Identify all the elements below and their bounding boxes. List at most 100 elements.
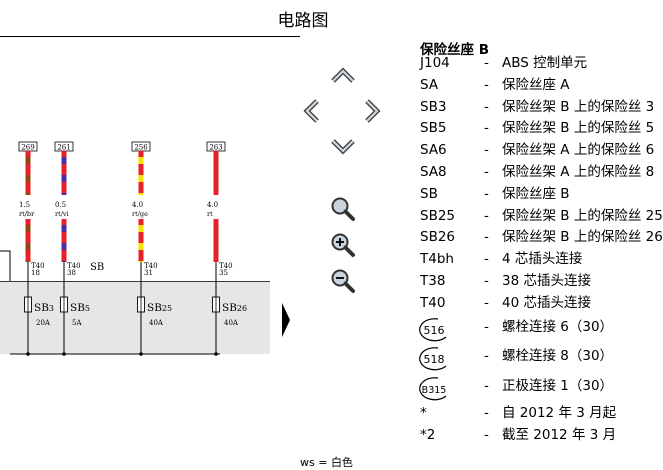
legend-dash: - [484,318,489,335]
wire-2-upper-wire-stripe [61,175,67,182]
wire-3-connector: T40 [144,262,158,270]
legend-dash: - [484,427,489,444]
legend-code: J104 [420,55,450,71]
page-title: 电路图 [277,11,329,31]
legend-desc: ABS 控制单元 [502,55,588,71]
legend-dash: - [484,120,489,137]
legend-dash: - [484,377,489,394]
legend-code: SB3 [420,98,447,115]
legend-desc: 保险丝座 A [502,76,570,93]
wire-4-color: rt [207,210,213,218]
wires-layer: 2691.5rt/brT4018SB320A2610.5rt/viT4038SB… [18,141,247,356]
legend-desc: 保险丝座 B [502,185,570,202]
zoom-in-icon[interactable] [330,232,356,258]
fuse-3-rating: 40A [149,319,164,327]
wire-4-pin: 35 [219,269,228,277]
wire-4-size: 4.0 [207,201,218,209]
legend-dash: - [484,185,489,202]
wire-1-pin: 18 [31,269,40,277]
chevron-down-icon[interactable] [330,136,356,158]
wire-2-lower-wire-red [61,219,67,262]
legend-code: * [420,405,427,422]
legend-code: SB [420,185,438,202]
legend-code: T38 [420,273,446,289]
wire-1-upper-wire-stripe [25,157,31,164]
wire-1-upper-wire-stripe [25,193,31,195]
wire-2-lower-wire-stripe [61,225,67,232]
legend-desc: 保险丝架 A 上的保险丝 8 [502,164,655,180]
legend-code: T4bh [420,251,454,268]
legend-code: SA [420,76,439,93]
fuse-1-name: SB3 [34,302,54,314]
chevron-right-icon[interactable] [362,98,384,124]
legend-dash: - [484,76,489,93]
wire-1-number: 269 [21,144,34,152]
legend-code: SB5 [420,120,447,137]
magnifier-icon[interactable] [330,196,356,222]
legend-desc: 螺栓连接 8（30） [502,348,614,365]
fuse-2-name: SB5 [70,302,90,314]
legend-code: 516 [424,324,445,337]
wire-2-junction [62,352,66,356]
wire-2-size: 0.5 [55,201,66,209]
fuse-1-rating: 20A [36,319,51,327]
legend-dash: - [484,98,489,115]
fuse-2-rating: 5A [72,319,82,327]
legend-desc: 正极连接 1（30） [502,377,614,394]
zoom-out-icon[interactable] [330,268,356,294]
legend-code: T40 [420,294,446,311]
legend-dash: - [484,348,489,365]
wire-3-pin: 31 [144,269,153,277]
wire-3-upper-wire-stripe [138,157,144,164]
wire-1-junction [26,352,30,356]
legend-desc: 保险丝架 B 上的保险丝 3 [502,98,655,115]
chevron-up-icon[interactable] [330,64,356,86]
wire-3-upper-wire-stripe [138,193,144,195]
legend-dash: - [484,207,489,224]
fuse-holder-label: SB [90,262,104,273]
wire-1-size: 1.5 [19,201,30,209]
wire-2-color: rt/vi [55,210,69,218]
color-footnote: ws = 白色 [300,456,353,469]
legend-desc: 螺栓连接 6（30） [502,318,614,335]
wire-2-connector: T40 [67,262,81,270]
legend-desc: 4 芯插头连接 [502,251,583,268]
wire-3-lower-wire-stripe [138,225,144,232]
wire-2-upper-wire-red [61,151,67,195]
wire-2-lower-wire-stripe [61,243,67,250]
fuse-4-rating: 40A [224,319,239,327]
wire-3-color: rt/ge [132,210,148,218]
wire-3-upper-wire-stripe [138,175,144,182]
legend-code: SB26 [420,229,456,246]
wire-1-lower-wire-stripe [25,261,31,262]
wire-2-lower-wire-stripe [61,261,67,262]
wire-4-connector: T40 [219,262,233,270]
wire-2-number: 261 [57,144,70,152]
wire-1-connector: T40 [31,262,45,270]
legend-dash: - [484,294,489,311]
wire-4-lower-wire-red [213,219,219,262]
circuit-diagram: 2691.5rt/brT4018SB320A2610.5rt/viT4038SB… [0,36,300,356]
legend-desc: 自 2012 年 3 月起 [502,405,617,422]
wire-2-upper-wire-stripe [61,157,67,164]
wire-3-lower-wire-stripe [138,261,144,262]
chevron-left-icon[interactable] [300,98,322,124]
legend-desc: 保险丝架 B 上的保险丝 25 [502,207,663,224]
wire-4-number: 263 [209,144,222,152]
legend-desc: 38 芯插头连接 [502,273,591,289]
left-bracket-wire [0,250,11,281]
legend-code: B315 [422,385,447,396]
legend-desc: 保险丝架 B 上的保险丝 26 [502,229,663,246]
legend-code: 518 [424,353,445,366]
fuse-box [0,281,270,354]
legend-dash: - [484,55,489,71]
legend-dash: - [484,251,489,268]
connection-badge: B315 [419,376,447,400]
wire-4-upper-wire-red [213,151,219,195]
wire-1-lower-wire-stripe [25,225,31,232]
continuation-arrow [282,303,290,337]
wire-3-lower-wire-stripe [138,243,144,250]
legend-code: SA8 [420,164,447,180]
legend-desc: 截至 2012 年 3 月 [502,427,617,444]
